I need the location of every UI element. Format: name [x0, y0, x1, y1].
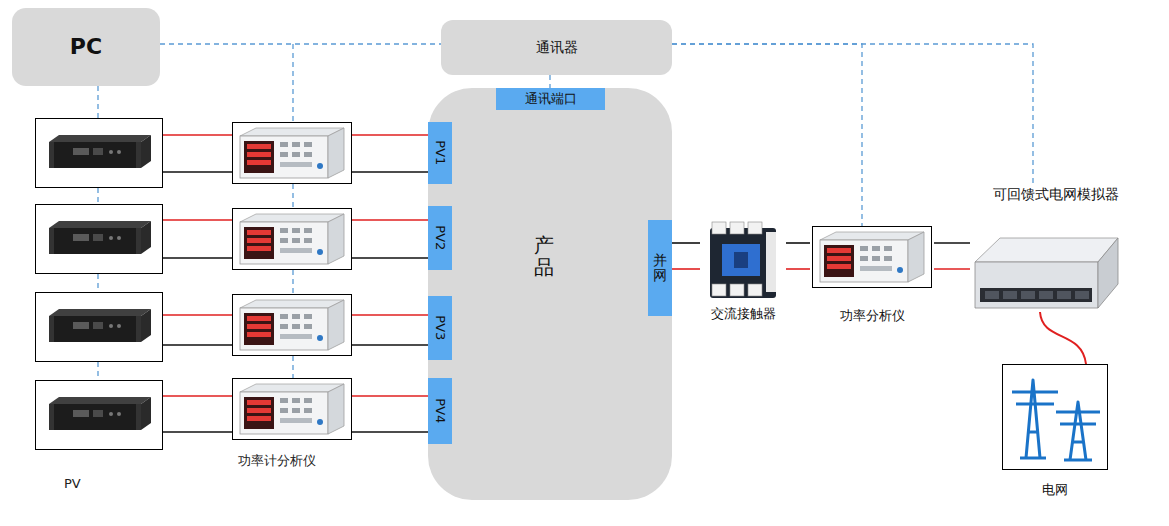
connector	[672, 243, 700, 269]
pv-port: PV1	[428, 122, 452, 184]
node-text: 通讯端口	[525, 91, 577, 107]
connector	[672, 44, 862, 226]
power-grid-node: 电网	[1002, 364, 1108, 500]
comm-line	[160, 43, 441, 44]
pv-port: PV3	[428, 296, 452, 360]
grid-simulator-node: 可回馈式电网模拟器	[970, 184, 1142, 312]
comm-line	[549, 75, 550, 88]
ac-wire	[786, 242, 810, 244]
node-text: 电网	[1042, 482, 1068, 498]
pv-port: PV4	[428, 378, 452, 444]
connector	[934, 243, 970, 269]
connector	[672, 44, 1033, 184]
communicator-box: 通讯器	[441, 20, 672, 75]
ac-wire	[786, 268, 810, 270]
node-text: 交流接触器	[711, 306, 776, 322]
node-text: 功率分析仪	[840, 308, 905, 324]
meter-column-label: 功率计分析仪	[238, 452, 316, 470]
node-text: PV3	[432, 315, 448, 340]
node-text: PV2	[432, 225, 448, 250]
connector	[786, 243, 810, 269]
comm-line	[672, 44, 862, 226]
connector	[550, 75, 551, 88]
node-text: 通讯器	[536, 39, 578, 56]
grid-cable	[1040, 312, 1086, 364]
node-text: 并网	[653, 253, 667, 284]
comm-port: 通讯端口	[496, 88, 605, 110]
node-text: PV1	[432, 140, 448, 165]
power-analyzer-node: 功率分析仪	[810, 226, 934, 326]
contactor-node: 交流接触器	[700, 218, 786, 324]
ac-wire	[672, 242, 700, 244]
connector	[1040, 312, 1086, 364]
node-text: 可回馈式电网模拟器	[993, 186, 1119, 203]
ac-wire	[934, 242, 970, 244]
connector	[160, 44, 441, 45]
pv-port: PV2	[428, 206, 452, 270]
ac-wire	[934, 268, 970, 270]
pc-box: PC	[12, 8, 160, 86]
node-text: PV4	[432, 398, 448, 423]
pv-column-label: PV	[64, 476, 81, 491]
product-box: 产品 通讯端口 PV1PV2PV3PV4 并网	[428, 88, 672, 500]
ac-wire	[672, 268, 700, 270]
node-text: PC	[70, 34, 102, 60]
grid-port: 并网	[648, 220, 672, 316]
comm-line	[672, 44, 1033, 184]
node-text: 产品	[534, 234, 554, 278]
